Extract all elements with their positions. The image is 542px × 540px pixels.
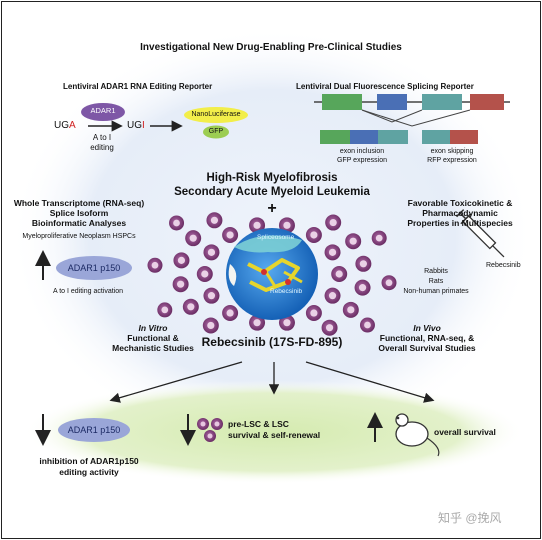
in-vivo-label: In Vivo [413,323,441,333]
outcome-adar1-pill [58,418,130,442]
cell-nucleus [310,231,318,239]
cell-nucleus [173,219,180,227]
transcriptome-line-4: Myeloproliferative Neoplasm HSPCs [22,233,136,240]
adar-reporter-heading: Lentiviral ADAR1 RNA Editing Reporter [63,82,213,91]
inclusion-line-2: GFP expression [336,157,388,164]
inhibition-line-1: inhibition of ADAR1p150 [39,456,139,466]
transcriptome-line-2: Splice Isoform [49,208,109,218]
cell-nucleus [253,221,261,229]
cell-nucleus [325,324,334,332]
syringe-label: Rebecsinib [486,262,521,269]
a-to-i-label-1: A to I [92,133,112,142]
in-vivo-line-1: Functional, RNA-seq, & [379,333,475,343]
cell-nucleus [364,321,371,329]
cell-nucleus [210,216,219,224]
splicing-reporter-heading: Lentiviral Dual Fluorescence Splicing Re… [296,82,474,91]
syringe-icon [456,209,505,258]
cell-nucleus [207,321,215,330]
drug-name: Rebecsinib (17S-FD-895) [201,335,343,349]
lsc-line-1: pre-LSC & LSC [228,419,289,429]
skipping-line-2: RFP expression [427,157,477,164]
cell-nucleus [226,231,234,239]
gfp-label: GFP [208,128,224,135]
toxicokinetic-line-2: Pharmacodynamic [422,208,498,218]
cell-nucleus [189,234,197,242]
cell-nucleus [375,234,383,242]
species-rats: Rats [428,278,444,285]
globe-rebecsinib-label: Rebecsinib [270,288,303,295]
cell-nucleus [328,292,337,300]
species-primates: Non-human primates [403,288,469,295]
outcome-adar1-label: ADAR1 p150 [67,425,121,435]
cell-nucleus [253,319,261,327]
in-vivo-line-2: Overall Survival Studies [378,343,476,353]
survival-label: overall survival [434,427,496,437]
inhibition-line-2: editing activity [59,467,119,477]
outcome-band [24,380,524,484]
cell-nucleus [177,280,185,288]
cell-nucleus [161,306,169,314]
a-to-i-label-2: editing [90,143,114,152]
cell-nucleus [385,279,393,287]
in-vitro-label: In Vitro [138,323,168,333]
transcriptome-line-1: Whole Transcriptome (RNA-seq) [13,198,145,208]
cell-nucleus [283,221,291,229]
cell-nucleus [187,303,195,311]
in-vitro-line-1: Functional & [127,333,179,343]
cell-nucleus [226,309,234,317]
cell-nucleus [335,270,343,278]
toxicokinetic-line-1: Favorable Toxicokinetic & [407,198,513,208]
inclusion-line-1: exon inclusion [339,148,385,155]
arrow-to-survival [305,361,435,403]
mouse-icon [395,413,440,457]
splicing-reporter-diagram [314,94,510,144]
adar1-p150-label: ADAR1 p150 [67,263,121,273]
cell-nucleus [310,309,318,317]
ugi-codon: UGI [127,120,145,131]
toxicokinetic-line-3: Properties in Multispecies [407,218,513,228]
species-rabbits: Rabbits [424,268,448,275]
cell-nucleus [151,261,159,269]
cell-nucleus [207,292,216,300]
cell-nucleus [347,306,355,314]
cell-nucleus [349,237,357,245]
skipping-line-1: exon skipping [430,148,474,155]
cell-nucleus [358,284,367,292]
cell-nucleus [359,260,367,268]
spliceosome-globe [226,228,318,320]
adar1-enzyme [81,103,125,121]
spliceosome-label: Spliceosome [257,234,295,241]
adar1-p150-pill [56,256,132,280]
cell-nucleus [283,319,291,327]
in-vitro-line-2: Mechanistic Studies [112,343,194,353]
cell-nucleus [207,248,216,256]
cell-nucleus [329,218,337,227]
cell-nucleus [177,256,186,264]
cell-nucleus [328,248,337,256]
lsc-cells-icon [197,418,223,442]
nanoluciferase-label: NanoLuciferase [191,111,241,118]
plus-sign: + [267,200,277,217]
editing-activation-label: A to I editing activation [52,288,124,295]
uga-codon: UGA [54,120,76,131]
nanoluciferase-pill [184,107,248,123]
adar1-label: ADAR1 [90,106,116,115]
arrow-to-adar [109,361,243,403]
transcriptome-line-3: Bioinformatic Analyses [31,218,127,228]
disease-line-2: Secondary Acute Myeloid Leukemia [174,186,370,198]
lsc-line-2: survival & self-renewal [228,430,321,440]
disease-line-1: High-Risk Myelofibrosis [206,172,338,184]
gfp-pill [203,125,229,139]
figure-title: Investigational New Drug-Enabling Pre-Cl… [140,42,402,53]
watermark: 知乎 @挽风 [438,511,502,525]
cell-nucleus [201,270,209,278]
